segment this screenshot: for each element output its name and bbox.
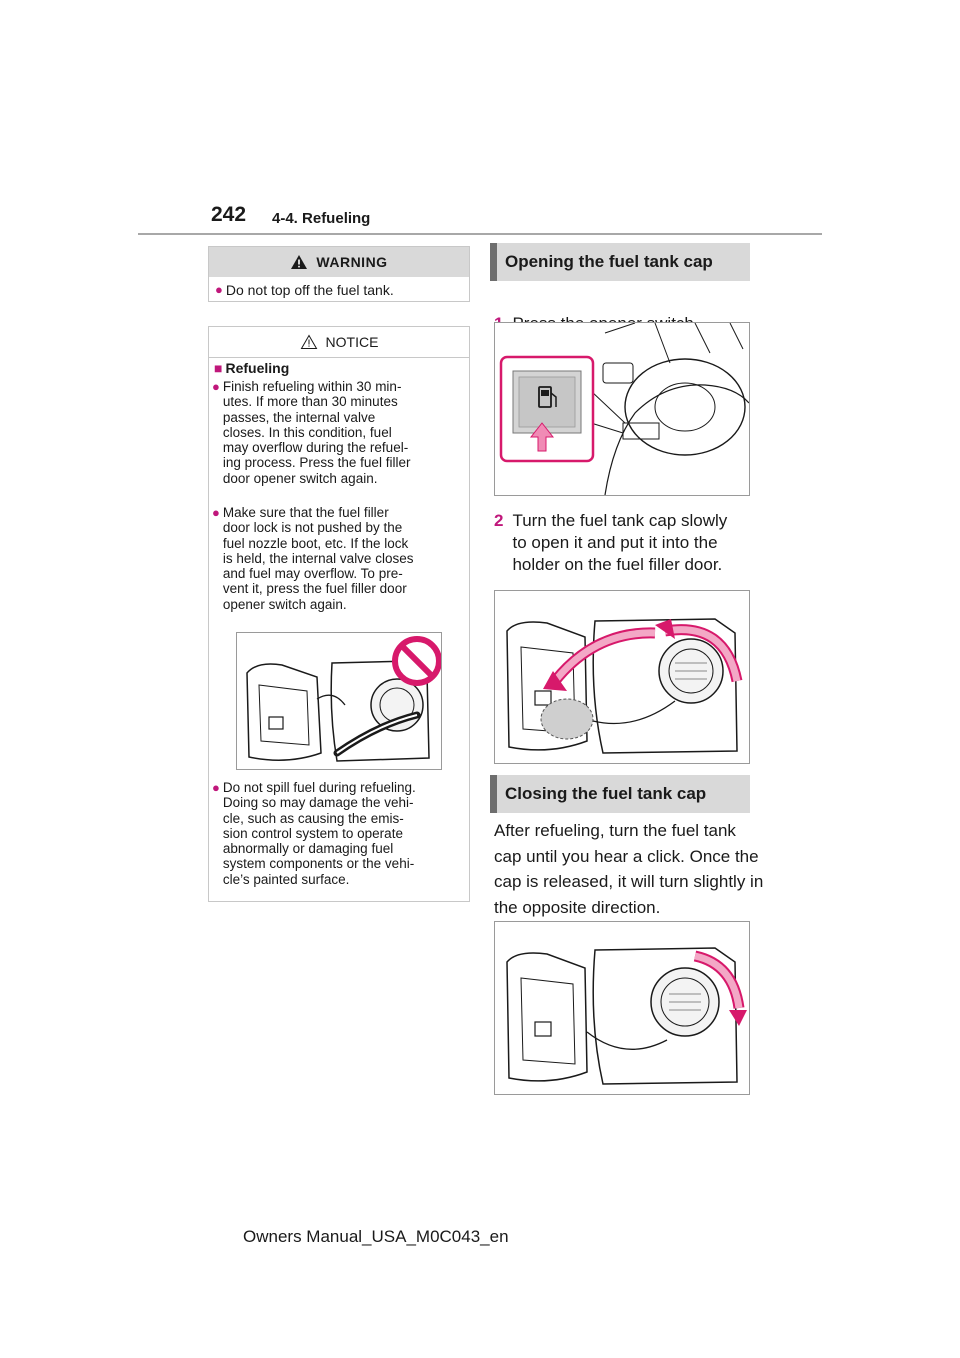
notice-item-text: Make sure that the fuel filler door lock… (222, 505, 414, 612)
opening-heading: Opening the fuel tank cap (490, 243, 750, 281)
notice-header: NOTICE (209, 327, 469, 358)
step-2: 2 Turn the fuel tank cap slowly to open … (494, 510, 754, 576)
notice-subheading-text: Refueling (225, 360, 290, 376)
closing-heading-text: Closing the fuel tank cap (505, 784, 707, 803)
warning-title: WARNING (316, 254, 388, 270)
arrow-up-icon (529, 422, 555, 452)
notice-triangle-icon (300, 334, 317, 349)
bullet-icon: ● (215, 282, 223, 297)
step-text: Turn the fuel tank cap slowly to open it… (512, 511, 728, 574)
bullet-icon: ● (212, 780, 220, 795)
nozzle-prohibited-illustration (236, 632, 442, 770)
page-number: 242 (211, 203, 247, 226)
notice-item-text: Finish refueling within 30 min- utes. If… (222, 379, 411, 486)
square-bullet-icon: ■ (214, 360, 223, 376)
warning-item: ● Do not top off the fuel tank. (209, 277, 469, 298)
bullet-icon: ● (212, 379, 220, 394)
bullet-icon: ● (212, 505, 220, 520)
warning-item-text: Do not top off the fuel tank. (225, 282, 394, 298)
opener-switch-illustration (494, 322, 750, 496)
notice-item-text: Do not spill fuel during refueling. Doin… (222, 780, 416, 887)
opening-heading-text: Opening the fuel tank cap (505, 252, 713, 271)
notice-box: NOTICE (208, 326, 470, 902)
step-number: 2 (494, 511, 504, 530)
open-cap-illustration (494, 590, 750, 764)
notice-item: ● Finish refueling within 30 min- utes. … (212, 379, 464, 486)
notice-title: NOTICE (325, 334, 379, 350)
warning-header: WARNING (209, 247, 469, 277)
notice-item: ● Make sure that the fuel filler door lo… (212, 505, 464, 612)
footer-text: Owners Manual_USA_M0C043_en (243, 1227, 509, 1246)
closing-text: After refueling, turn the fuel tank cap … (494, 821, 764, 917)
heading-bar (490, 243, 497, 281)
notice-item: ● Do not spill fuel during refueling. Do… (212, 780, 464, 887)
header-divider (138, 233, 822, 235)
close-cap-illustration (494, 921, 750, 1095)
fuel-pump-icon (538, 386, 557, 408)
closing-heading: Closing the fuel tank cap (490, 775, 750, 813)
warning-triangle-icon (291, 255, 308, 269)
section-title: 4-4. Refueling (272, 210, 371, 227)
heading-bar (490, 775, 497, 813)
notice-subheading: ■ Refueling (214, 360, 289, 376)
warning-box: WARNING ● Do not top off the fuel tank. (208, 246, 470, 302)
